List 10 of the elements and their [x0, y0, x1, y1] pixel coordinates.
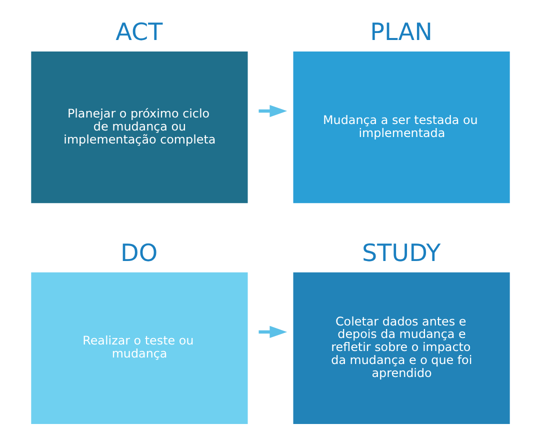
- node-box: Coletar dados antes e depois da mudança e refletir sobre o impacto da mudança e o que foi aprendido: [292, 272, 510, 424]
- node-label: DO: [120, 239, 158, 268]
- node-label: ACT: [115, 18, 162, 46]
- node-box: Mudança a ser testada ou implementada: [292, 51, 510, 204]
- arrow: [258, 104, 287, 118]
- node-label: PLAN: [370, 18, 432, 46]
- node-box: Planejar o próximo ciclo de mudança ou implementação completa: [30, 51, 248, 204]
- arrow: [258, 326, 287, 338]
- node-box: Realizar o teste ou mudança: [30, 272, 248, 424]
- node-label: STUDY: [362, 239, 440, 268]
